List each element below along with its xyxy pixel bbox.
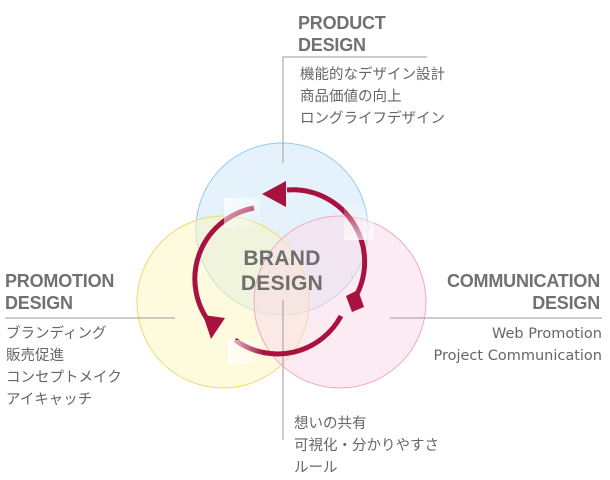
product-design-items: 機能的なデザイン設計 商品価値の向上 ロングライフデザイン xyxy=(300,64,445,130)
communication-item: Web Promotion xyxy=(492,326,602,342)
communication-item: Project Communication xyxy=(433,348,602,364)
arrowhead-right xyxy=(346,290,364,312)
communication-title-line2: DESIGN xyxy=(532,293,600,313)
shared-item: ルール xyxy=(294,460,338,476)
arrowhead-bottom-left xyxy=(203,315,225,339)
center-brand-design-label: BRAND DESIGN xyxy=(232,246,332,296)
product-item: ロングライフデザイン xyxy=(300,111,445,127)
product-title-line1: PRODUCT xyxy=(298,13,386,33)
communication-title-line1: COMMUNICATION xyxy=(446,271,600,291)
communication-design-items: Web Promotion Project Communication xyxy=(433,323,602,367)
promotion-design-title: PROMOTION DESIGN xyxy=(5,270,114,314)
leader-lines xyxy=(5,56,602,440)
promotion-title-line2: DESIGN xyxy=(5,293,73,313)
arrow-tail-fades xyxy=(224,198,374,364)
product-item: 機能的なデザイン設計 xyxy=(300,67,445,83)
product-design-title: PRODUCT DESIGN xyxy=(298,12,386,56)
center-label-line1: BRAND xyxy=(243,247,321,270)
shared-item: 想いの共有 xyxy=(294,416,367,432)
communication-design-title: COMMUNICATION DESIGN xyxy=(447,270,600,314)
promotion-design-items: ブランディング 販売促進 コンセプトメイク アイキャッチ xyxy=(6,323,122,411)
promotion-item: アイキャッチ xyxy=(6,392,93,408)
promotion-item: ブランディング xyxy=(6,326,107,342)
promotion-item: 販売促進 xyxy=(6,348,64,364)
shared-items: 想いの共有 可視化・分かりやすさ ルール xyxy=(294,413,439,479)
arrowhead-top xyxy=(262,181,286,207)
product-item: 商品価値の向上 xyxy=(300,89,402,105)
shared-item: 可視化・分かりやすさ xyxy=(294,438,439,454)
product-leader-line xyxy=(282,56,427,163)
promotion-item: コンセプトメイク xyxy=(6,370,122,386)
communication-circle xyxy=(253,215,427,389)
center-label-line2: DESIGN xyxy=(240,272,324,295)
product-title-line2: DESIGN xyxy=(298,35,366,55)
promotion-title-line1: PROMOTION xyxy=(5,271,115,291)
